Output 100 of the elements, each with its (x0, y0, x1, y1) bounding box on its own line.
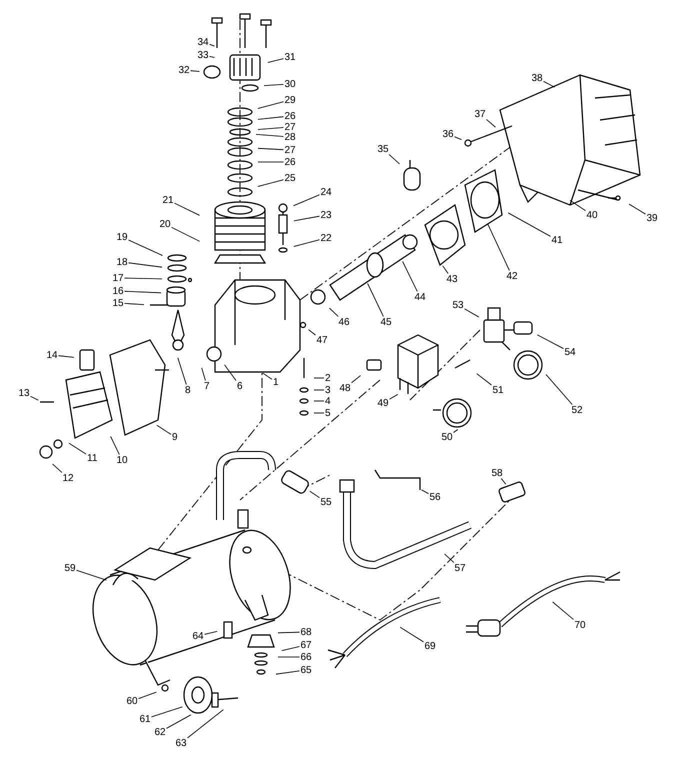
callout-number: 35 (376, 144, 390, 154)
callout-number: 43 (446, 274, 459, 284)
leader-line (138, 692, 157, 699)
callout-number: 16 (112, 286, 125, 296)
leader-line (267, 58, 284, 63)
callout-number: 52 (570, 404, 584, 416)
leader-line (177, 357, 187, 385)
leader-line (30, 396, 39, 400)
callout-number: 63 (174, 738, 188, 748)
callout-number: 58 (490, 468, 504, 478)
callout-number: 22 (320, 232, 333, 244)
leader-line (264, 84, 284, 86)
leader-line (201, 367, 206, 381)
leader-line (76, 570, 107, 580)
callout-number: 31 (284, 52, 297, 62)
leader-line (454, 136, 462, 140)
callout-number: 1 (272, 376, 280, 388)
leader-line (224, 364, 236, 381)
callout-number: 69 (424, 640, 437, 652)
leader-line (128, 262, 162, 268)
callout-number: 6 (236, 380, 244, 392)
callout-number: 28 (284, 132, 297, 142)
leader-line (536, 334, 564, 349)
callout-number: 44 (414, 292, 427, 302)
leader-line (174, 202, 200, 216)
callout-number: 14 (46, 350, 59, 360)
leader-line (278, 632, 300, 634)
leader-line (500, 478, 506, 485)
callout-number: 13 (18, 388, 31, 398)
callout-number: 47 (316, 334, 329, 346)
leader-line (124, 278, 162, 280)
callout-number: 21 (162, 194, 175, 206)
leader-line (58, 355, 74, 358)
leader-line (367, 283, 384, 317)
callout-number: 62 (154, 726, 167, 738)
leader-line (110, 436, 120, 455)
callout-number: 8 (184, 384, 192, 396)
leader-line (128, 240, 163, 256)
leader-line (151, 706, 183, 718)
callout-number: 57 (454, 562, 467, 574)
callout-number: 54 (564, 346, 577, 358)
leader-line (388, 154, 400, 164)
leader-line (444, 554, 454, 563)
callout-number: 15 (112, 298, 125, 308)
callout-number: 51 (492, 384, 505, 396)
callout-number: 65 (300, 664, 313, 676)
callout-number: 55 (320, 496, 333, 508)
callout-number: 41 (550, 234, 564, 246)
leader-line (258, 148, 284, 150)
leader-line (570, 200, 586, 212)
callout-number: 39 (646, 212, 659, 224)
callout-number: 12 (62, 472, 75, 484)
leader-line (156, 424, 172, 435)
leader-line (52, 464, 62, 473)
leader-line (293, 239, 320, 247)
callout-number: 25 (284, 172, 297, 184)
leader-line (314, 400, 324, 402)
leader-line (262, 372, 272, 380)
leader-line (628, 204, 646, 214)
leader-line (293, 194, 320, 206)
leader-line (552, 602, 574, 620)
leader-line (421, 490, 429, 494)
leader-line (257, 179, 284, 187)
leader-line (171, 226, 200, 242)
leader-line (258, 127, 284, 130)
callout-number: 7 (203, 380, 211, 392)
callout-number: 46 (338, 316, 351, 328)
callout-number: 60 (126, 696, 139, 706)
leader-line (204, 631, 218, 635)
callout-number: 18 (116, 256, 129, 268)
leader-line (508, 212, 551, 237)
callout-number: 59 (64, 562, 77, 574)
leader-line (486, 119, 496, 128)
callout-number: 9 (171, 432, 179, 442)
leader-line (124, 303, 144, 305)
callout-number: 42 (506, 270, 519, 282)
leader-line (389, 394, 398, 400)
leader-line (329, 308, 339, 317)
callout-number: 24 (320, 186, 333, 198)
callout-number: 30 (284, 78, 297, 90)
callout-number: 38 (530, 72, 544, 84)
callout-number: 32 (178, 64, 191, 76)
callout-number: 45 (380, 316, 393, 328)
callout-number: 36 (442, 128, 455, 140)
callout-number: 50 (440, 432, 454, 442)
callout-number: 27 (284, 122, 297, 132)
callout-number: 53 (452, 300, 465, 310)
callout-number: 29 (284, 94, 297, 106)
leader-line (187, 709, 224, 738)
leader-line (166, 714, 192, 729)
callout-number: 26 (284, 156, 297, 168)
callout-number: 19 (116, 232, 129, 242)
callout-number: 34 (196, 36, 210, 48)
leader-line (309, 490, 320, 498)
callout-number: 37 (474, 108, 487, 120)
callout-number: 70 (574, 620, 587, 630)
leader-line (543, 81, 556, 88)
callout-number: 66 (300, 652, 313, 662)
leader-line (546, 374, 573, 405)
callout-number: 68 (300, 626, 313, 638)
